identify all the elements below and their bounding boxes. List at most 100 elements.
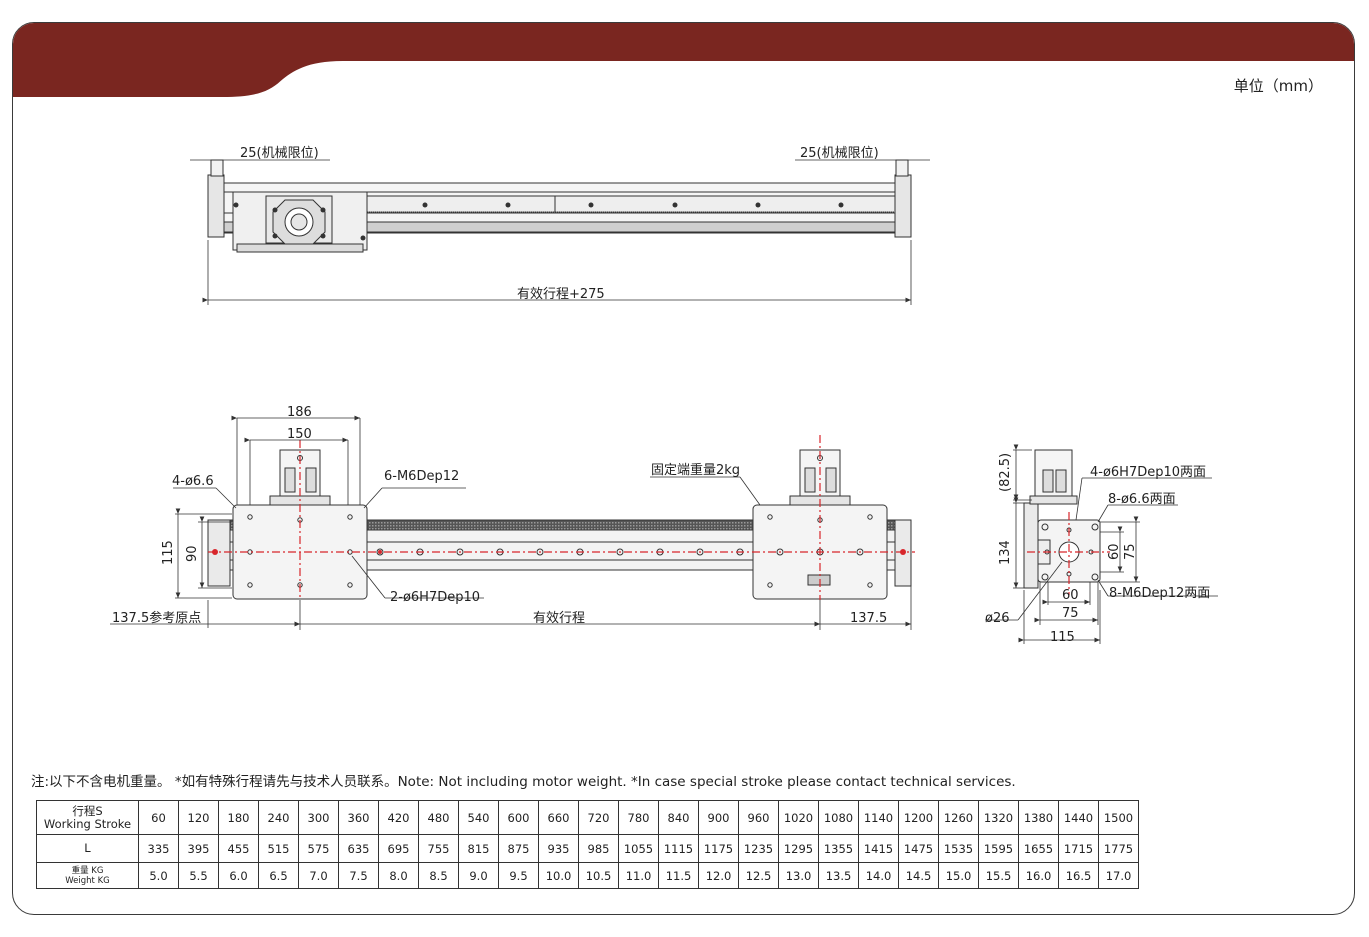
end-137-label: 137.5 — [850, 611, 887, 626]
tap-6-label: 6-M6Dep12 — [384, 469, 459, 484]
table-cell: 1235 — [738, 834, 779, 863]
table-cell: 1380 — [1018, 800, 1059, 835]
table-cell: 1500 — [1098, 800, 1139, 835]
table-cell: 10.0 — [538, 862, 579, 889]
table-cell: 420 — [378, 800, 419, 835]
table-cell: 300 — [298, 800, 339, 835]
top-view-holes — [233, 202, 844, 241]
table-cell: 5.5 — [178, 862, 219, 889]
table-cell: 11.0 — [618, 862, 659, 889]
table-cell: 5.0 — [138, 862, 179, 889]
table-cell: 13.5 — [818, 862, 859, 889]
stroke-row-header-line: Working Stroke — [43, 816, 132, 831]
footnote: 注:以下不含电机重量。 *如有特殊行程请先与技术人员联系。Note: Not i… — [31, 774, 1016, 790]
table-cell: 13.0 — [778, 862, 819, 889]
table-cell: 540 — [458, 800, 499, 835]
end-view — [1023, 449, 1101, 589]
table-cell: 1355 — [818, 834, 859, 863]
table-cell: 1535 — [938, 834, 979, 863]
tap-8-label: 8-M6Dep12两面 — [1109, 586, 1210, 601]
table-cell: 900 — [698, 800, 739, 835]
table-cell: 6.0 — [218, 862, 259, 889]
table-cell: 360 — [338, 800, 379, 835]
dia-26-label: ø26 — [985, 611, 1010, 626]
table-cell: 815 — [458, 834, 499, 863]
dim-82-5: (82.5) — [998, 453, 1013, 492]
technical-drawing: 25(机械限位) 25(机械限位) 有效行程+275 — [110, 146, 1218, 645]
table-cell: 335 — [138, 834, 179, 863]
table-cell: 1140 — [858, 800, 899, 835]
table-cell: 16.0 — [1018, 862, 1059, 889]
table-cell: 1440 — [1058, 800, 1099, 835]
table-cell: 15.5 — [978, 862, 1019, 889]
table-cell: 14.5 — [898, 862, 939, 889]
side-view-dims — [110, 415, 912, 630]
table-cell: 15.0 — [938, 862, 979, 889]
page-frame — [12, 22, 1355, 915]
table-cell: 840 — [658, 800, 699, 835]
side-view-centermarks — [212, 549, 906, 555]
dim-186: 186 — [287, 405, 312, 420]
table-cell: 9.5 — [498, 862, 539, 889]
table-cell: 695 — [378, 834, 419, 863]
table-cell: 395 — [178, 834, 219, 863]
table-cell: 11.5 — [658, 862, 699, 889]
header-banner — [13, 23, 1354, 97]
table-cell: 1320 — [978, 800, 1019, 835]
table-cell: 1080 — [818, 800, 859, 835]
table-cell: 8.0 — [378, 862, 419, 889]
table-cell: 1175 — [698, 834, 739, 863]
table-cell: 1655 — [1018, 834, 1059, 863]
table-cell: 12.5 — [738, 862, 779, 889]
table-cell: 6.5 — [258, 862, 299, 889]
table-cell: 180 — [218, 800, 259, 835]
table-cell: 1775 — [1098, 834, 1139, 863]
length-row-header: L — [36, 834, 139, 863]
table-cell: 755 — [418, 834, 459, 863]
table-cell: 240 — [258, 800, 299, 835]
table-cell: 935 — [538, 834, 579, 863]
table-cell: 60 — [138, 800, 179, 835]
table-cell: 8.5 — [418, 862, 459, 889]
table-cell: 120 — [178, 800, 219, 835]
right-limit-label: 25(机械限位) — [800, 146, 879, 161]
length-row-header-line: L — [84, 841, 91, 855]
table-cell: 10.5 — [578, 862, 619, 889]
table-cell: 985 — [578, 834, 619, 863]
unit-label: 单位（mm） — [1233, 77, 1323, 95]
table-cell: 635 — [338, 834, 379, 863]
table-cell: 16.5 — [1058, 862, 1099, 889]
top-view — [207, 159, 912, 253]
table-cell: 1200 — [898, 800, 939, 835]
table-cell: 1260 — [938, 800, 979, 835]
overall-length-label: 有效行程+275 — [517, 287, 605, 302]
pin-2-label: 2-ø6H7Dep10 — [390, 590, 480, 605]
table-cell: 7.5 — [338, 862, 379, 889]
holes-4-label: 4-ø6.6 — [172, 474, 214, 489]
table-cell: 720 — [578, 800, 619, 835]
table-cell: 455 — [218, 834, 259, 863]
table-cell: 600 — [498, 800, 539, 835]
holes-8-label: 8-ø6.6两面 — [1108, 492, 1176, 507]
table-cell: 480 — [418, 800, 459, 835]
table-cell: 575 — [298, 834, 339, 863]
dim-75-vertical: 75 — [1123, 543, 1138, 560]
table-cell: 14.0 — [858, 862, 899, 889]
table-cell: 1295 — [778, 834, 819, 863]
table-cell: 960 — [738, 800, 779, 835]
table-cell: 515 — [258, 834, 299, 863]
table-cell: 660 — [538, 800, 579, 835]
table-cell: 1020 — [778, 800, 819, 835]
top-view-dims — [190, 159, 930, 305]
table-cell: 1595 — [978, 834, 1019, 863]
table-cell: 12.0 — [698, 862, 739, 889]
fixed-weight-label: 固定端重量2kg — [651, 462, 740, 478]
table-cell: 875 — [498, 834, 539, 863]
dim-60-horizontal: 60 — [1062, 588, 1079, 603]
